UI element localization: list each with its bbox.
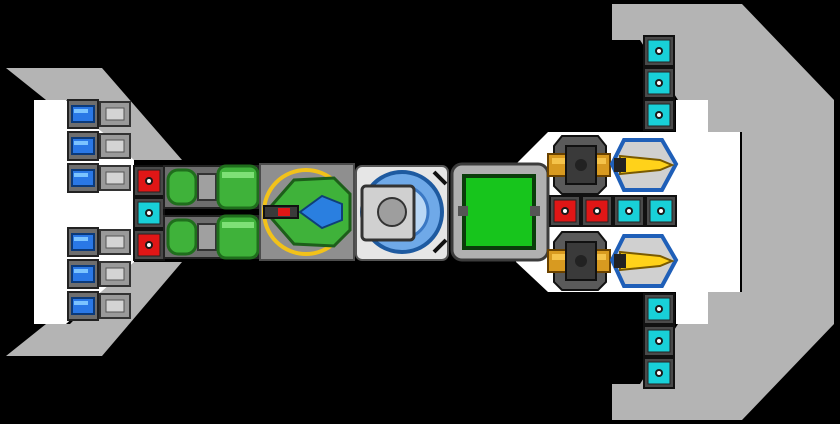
cannon-muzzle	[575, 159, 587, 171]
cargo-crate-cyan[interactable]	[643, 67, 675, 99]
fuel-tank[interactable]	[67, 227, 131, 257]
fuel-tank-shine	[74, 109, 88, 113]
fuel-tanks-upper-left	[67, 99, 131, 193]
fuel-tank[interactable]	[67, 291, 131, 321]
cargo-crate-red[interactable]	[133, 165, 165, 197]
fuel-tank-pipe-joint	[105, 139, 125, 153]
engine-coupler	[197, 173, 217, 201]
cargo-crate-pin	[595, 209, 599, 213]
laser-breech	[614, 254, 626, 268]
reactor-latch-left	[458, 206, 468, 216]
engine-nozzle	[166, 218, 198, 256]
cargo-crate-red[interactable]	[581, 195, 613, 227]
cargo-crate-cyan[interactable]	[613, 195, 645, 227]
fuel-tank-shine	[74, 173, 88, 177]
weapon-bays	[547, 135, 679, 291]
fuel-tank-cell	[71, 137, 95, 155]
fuel-tank-shine	[74, 301, 88, 305]
cargo-crate-cyan[interactable]	[645, 195, 677, 227]
fuel-tanks-lower-left	[67, 227, 131, 321]
cargo-crate-pin	[627, 209, 631, 213]
command-module-tip	[278, 208, 290, 216]
fuel-tank-pipe-joint	[105, 107, 125, 121]
laser-turret[interactable]	[609, 138, 679, 192]
cargo-column-left	[133, 165, 165, 261]
fuel-tank[interactable]	[67, 99, 131, 129]
engine-thruster[interactable]	[163, 214, 260, 260]
cargo-crate-cyan[interactable]	[133, 197, 165, 229]
cargo-crate-pin	[657, 81, 661, 85]
fuel-tank-cell	[71, 233, 95, 251]
reactor-module[interactable]	[450, 162, 550, 262]
fuel-tank[interactable]	[67, 131, 131, 161]
engine-thruster[interactable]	[163, 164, 260, 210]
cargo-crate-pin	[657, 371, 661, 375]
fuel-tank-cell	[71, 169, 95, 187]
engine-tank-shine	[222, 172, 254, 178]
cargo-crate-cyan[interactable]	[643, 99, 675, 131]
cargo-column-upper-right	[643, 35, 675, 131]
reactor-latch-right	[530, 206, 540, 216]
fuel-tank-cell	[71, 297, 95, 315]
command-module-canopy	[298, 194, 343, 230]
engine-nozzle	[166, 168, 198, 206]
engine-block	[163, 164, 260, 260]
fuel-tank-cell	[71, 265, 95, 283]
command-module[interactable]	[259, 163, 355, 261]
cargo-row-right	[549, 195, 677, 227]
fuel-tank-shine	[74, 237, 88, 241]
shield-generator-strut-a	[432, 170, 448, 186]
cargo-crate-pin	[147, 211, 151, 215]
cannon-turret[interactable]	[547, 231, 611, 291]
cargo-crate-cyan[interactable]	[643, 357, 675, 389]
cargo-crate-pin	[657, 307, 661, 311]
fuel-tank-pipe	[99, 133, 131, 159]
cargo-crate-cyan[interactable]	[643, 293, 675, 325]
fuel-tank[interactable]	[67, 163, 131, 193]
engine-coupler	[197, 223, 217, 251]
cargo-crate-red[interactable]	[549, 195, 581, 227]
fuel-tank-shine	[74, 269, 88, 273]
cargo-crate-pin	[563, 209, 567, 213]
fuel-tank-pipe-joint	[105, 267, 125, 281]
cargo-crate-red[interactable]	[133, 229, 165, 261]
laser-breech	[614, 158, 626, 172]
cargo-column-lower-right	[643, 293, 675, 389]
fuel-tank[interactable]	[67, 259, 131, 289]
shield-generator[interactable]	[355, 165, 449, 261]
reactor-core	[462, 174, 536, 250]
cargo-crate-pin	[147, 243, 151, 247]
cannon-turret[interactable]	[547, 135, 611, 195]
shield-generator-strut-b	[432, 238, 448, 254]
shield-generator-port	[377, 197, 407, 227]
fuel-tank-cell	[71, 105, 95, 123]
fuel-tank-pipe-joint	[105, 235, 125, 249]
cargo-crate-pin	[147, 179, 151, 183]
cargo-crate-pin	[657, 339, 661, 343]
cargo-crate-pin	[659, 209, 663, 213]
engine-tank-shine	[222, 222, 254, 228]
cannon-muzzle	[575, 255, 587, 267]
cargo-crate-pin	[657, 49, 661, 53]
fuel-tank-shine	[74, 141, 88, 145]
fuel-tank-pipe-joint	[105, 171, 125, 185]
cargo-crate-cyan[interactable]	[643, 35, 675, 67]
laser-turret[interactable]	[609, 234, 679, 288]
fuel-tank-pipe-joint	[105, 299, 125, 313]
cargo-crate-pin	[657, 113, 661, 117]
cargo-crate-cyan[interactable]	[643, 325, 675, 357]
